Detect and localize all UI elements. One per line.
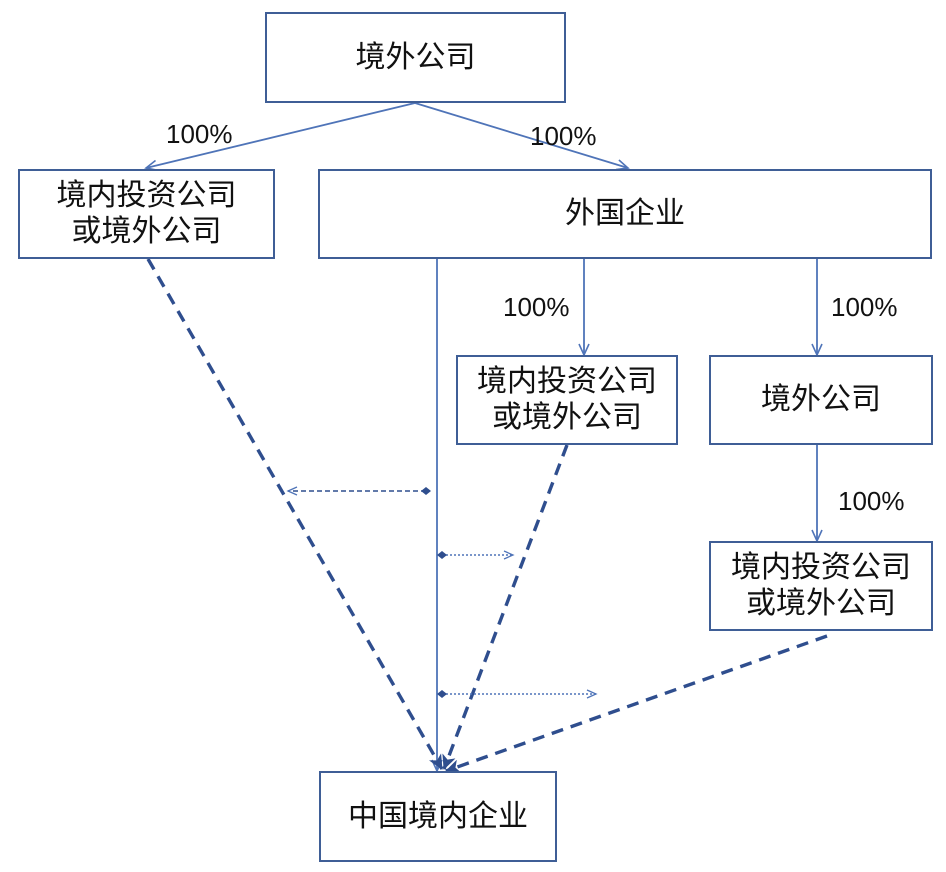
node-label: 境内投资公司 或境外公司 [731,550,911,621]
node-right-holding-company: 境内投资公司 或境外公司 [709,541,933,631]
pct-label-foreign-to-right: 100% [831,292,898,322]
node-label: 境内投资公司 或境外公司 [56,178,237,249]
edge-top-to-foreign-enterprise [414,102,630,171]
node-label: 境内投资公司 或境外公司 [477,364,657,435]
pct-label-foreign-to-mid: 100% [503,292,570,322]
pct-label-top-to-foreign: 100% [530,121,597,151]
node-left-holding-company: 境内投资公司 或境外公司 [18,169,275,259]
node-top-offshore-company: 境外公司 [265,12,566,103]
node-foreign-enterprise: 外国企业 [318,169,932,259]
node-domestic-enterprise: 中国境内企业 [319,771,557,862]
pct-label-top-to-left: 100% [166,119,233,149]
edge-mid-holding-to-domestic [442,444,569,770]
node-label: 境外公司 [355,39,476,75]
edge-right-holding-to-domestic [445,634,828,773]
node-mid-holding-company: 境内投资公司 或境外公司 [456,355,678,445]
pct-label-right-offshore-to-holding: 100% [838,486,905,516]
node-label: 外国企业 [565,196,685,231]
edge-top-to-left-holding [144,102,416,172]
node-right-offshore-company: 境外公司 [709,355,933,445]
node-label: 中国境内企业 [348,798,528,834]
edge-left-holding-to-domestic [146,258,444,770]
node-label: 境外公司 [761,382,881,417]
